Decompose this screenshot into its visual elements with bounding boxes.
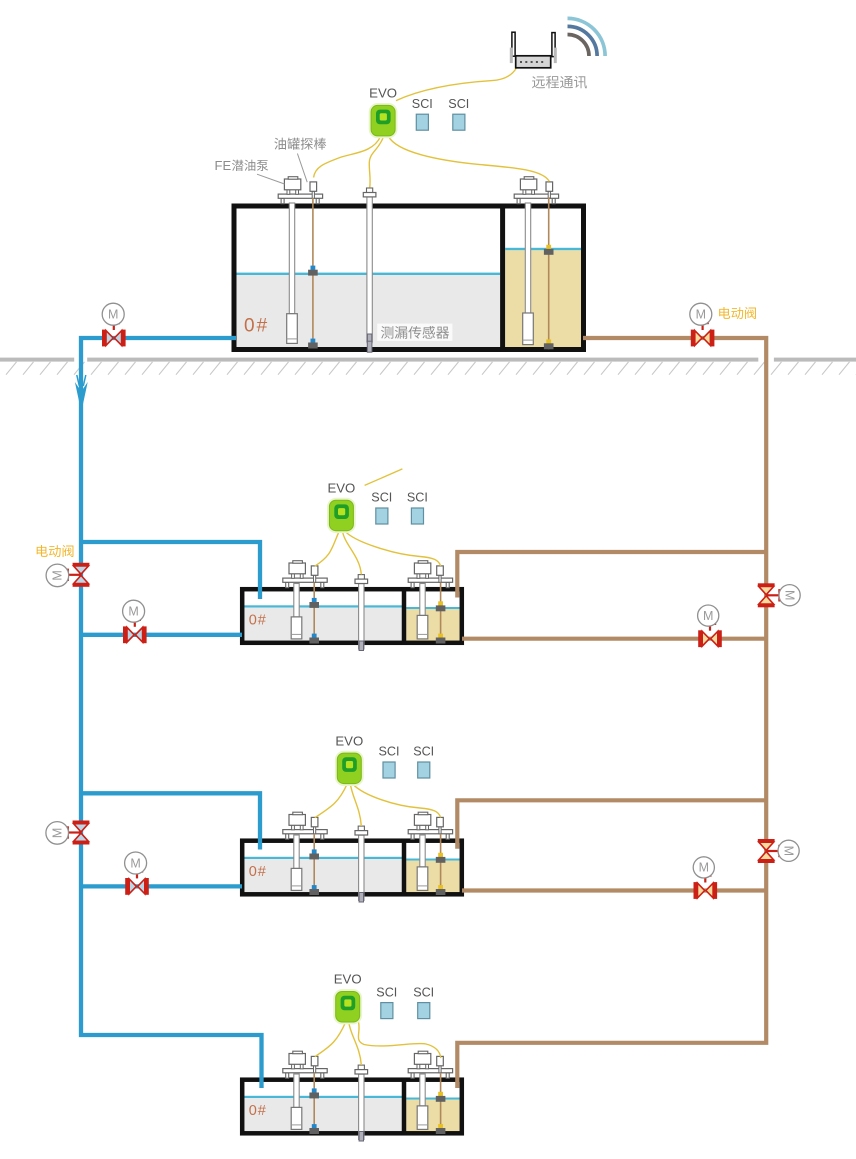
svg-text:M: M (782, 590, 796, 600)
svg-text:EVO: EVO (327, 480, 355, 495)
svg-text:EVO: EVO (334, 972, 362, 987)
svg-text:SCI: SCI (448, 97, 469, 111)
svg-text:M: M (130, 856, 140, 870)
svg-text:M: M (703, 609, 713, 623)
svg-text:0#: 0# (249, 613, 267, 629)
svg-text:SCI: SCI (376, 985, 397, 999)
svg-text:SCI: SCI (371, 491, 392, 505)
svg-text:0#: 0# (244, 316, 269, 337)
svg-text:EVO: EVO (369, 86, 397, 101)
svg-text:M: M (51, 570, 65, 580)
svg-text:SCI: SCI (379, 745, 400, 759)
svg-text:M: M (781, 846, 795, 856)
svg-text:M: M (696, 308, 706, 322)
svg-text:M: M (108, 308, 118, 322)
svg-text:SCI: SCI (413, 985, 434, 999)
svg-text:M: M (699, 861, 709, 875)
svg-text:SCI: SCI (407, 491, 428, 505)
svg-text:M: M (128, 605, 138, 619)
svg-text:M: M (50, 828, 64, 838)
svg-text:0#: 0# (249, 864, 267, 880)
svg-text:EVO: EVO (335, 733, 363, 748)
svg-text:FE: FE (215, 158, 232, 173)
svg-text:0#: 0# (249, 1103, 267, 1119)
svg-text:SCI: SCI (412, 97, 433, 111)
svg-text:SCI: SCI (413, 745, 434, 759)
